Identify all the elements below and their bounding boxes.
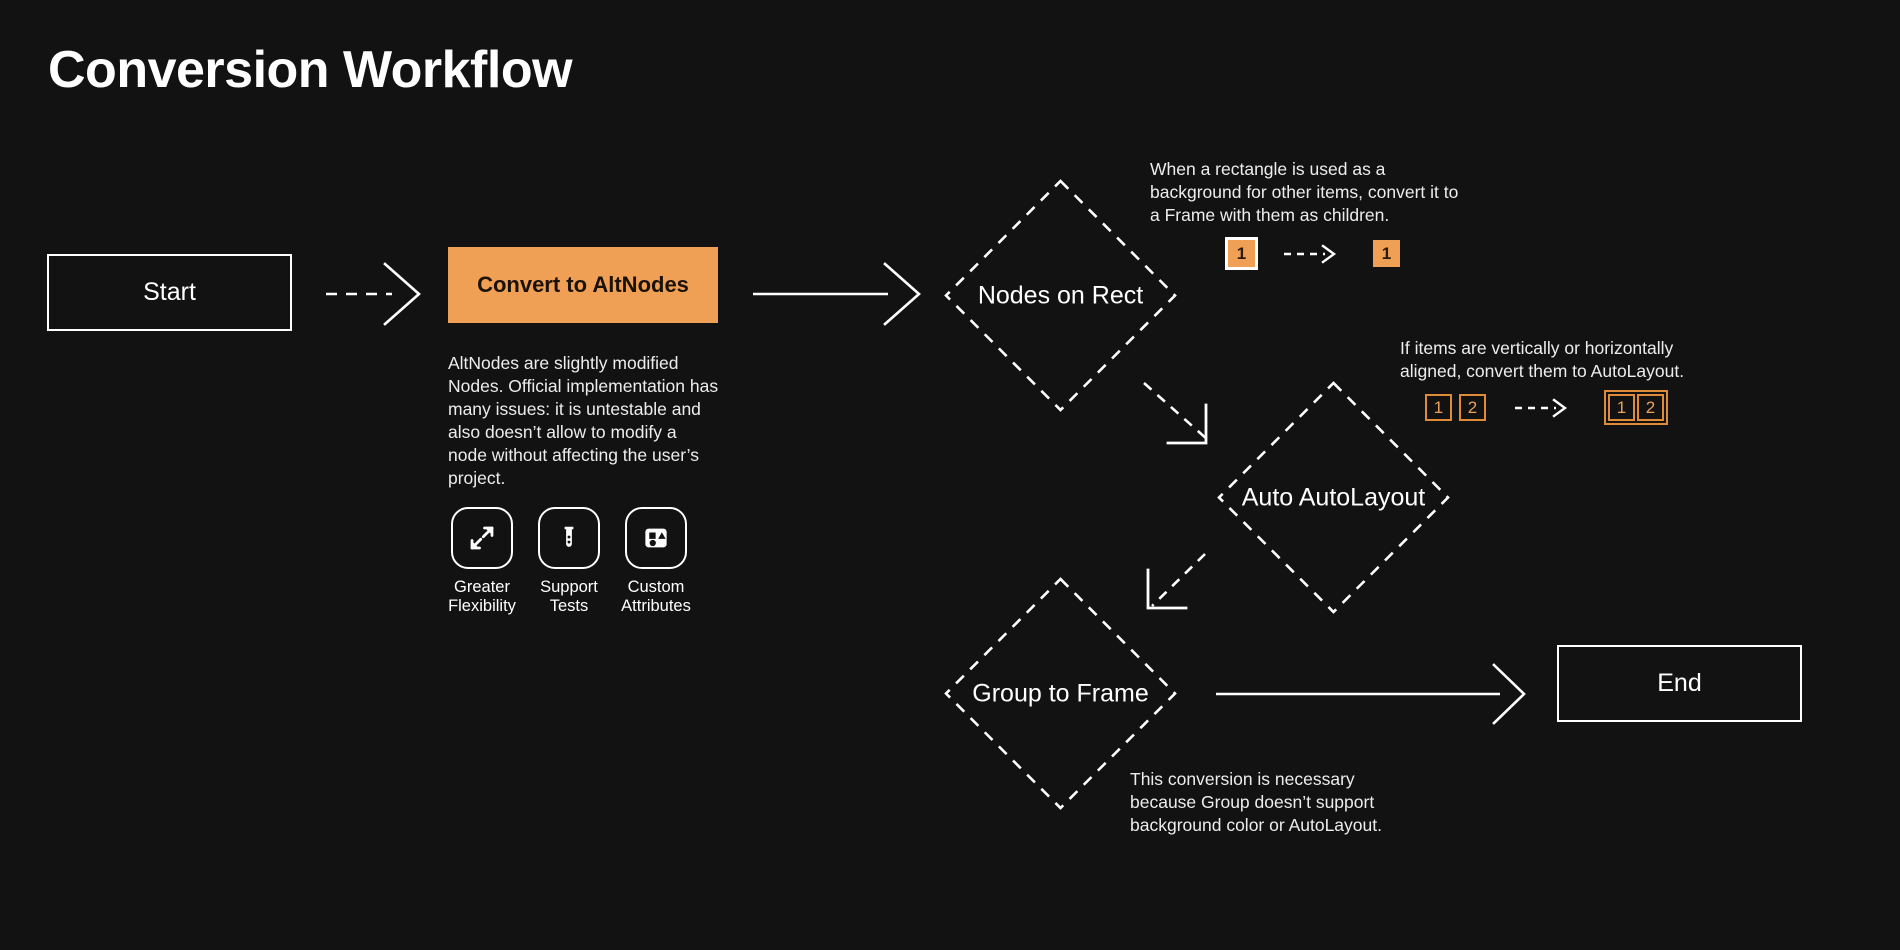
badge-after-1: 1 [1608, 394, 1635, 421]
feature-greater-flexibility[interactable]: Greater Flexibility [448, 507, 516, 617]
connector-start-to-convert [326, 262, 421, 326]
convert-description: AltNodes are slightly modified Nodes. Of… [448, 353, 719, 489]
badge-after-2: 2 [1637, 394, 1664, 421]
dashed-arrow-icon [1284, 243, 1337, 264]
annotation-nodes-on-rect-text: When a rectangle is used as a background… [1150, 159, 1459, 226]
feature-label-line2: Flexibility [448, 597, 516, 616]
annotation-nodes-on-rect-badges: 1 1 [1225, 237, 1400, 270]
diamond-outline [944, 577, 1177, 810]
test-tube-icon [538, 507, 600, 569]
annotation-auto-autolayout-text: If items are vertically or horizontally … [1400, 338, 1685, 382]
connector-convert-to-nodesonrect [753, 262, 921, 326]
feature-list: Greater Flexibility Support Tests [448, 507, 691, 617]
feature-label-support-tests: Support Tests [540, 578, 598, 617]
feature-label-line2: Tests [549, 597, 589, 616]
node-end[interactable]: End [1557, 645, 1802, 722]
badge-before-2: 2 [1459, 394, 1486, 421]
node-group-to-frame-label: Group to Frame [972, 679, 1149, 707]
node-convert-label: Convert to AltNodes [477, 272, 689, 297]
node-end-label: End [1657, 669, 1702, 697]
feature-label-line1: Greater [454, 578, 510, 596]
feature-label-line1: Support [540, 578, 598, 596]
node-start[interactable]: Start [47, 254, 292, 331]
feature-custom-attributes[interactable]: Custom Attributes [621, 507, 691, 617]
node-nodes-on-rect[interactable]: Nodes on Rect [943, 178, 1178, 413]
badge-before-1: 1 [1425, 394, 1452, 421]
feature-label-custom-attributes: Custom Attributes [621, 578, 691, 617]
node-start-label: Start [143, 278, 196, 306]
expand-arrows-icon [451, 507, 513, 569]
node-nodes-on-rect-label: Nodes on Rect [977, 281, 1144, 309]
badge-after-group: 1 2 [1604, 390, 1668, 425]
feature-support-tests[interactable]: Support Tests [535, 507, 603, 617]
diamond-outline [1217, 381, 1450, 614]
feature-label-line1: Custom [627, 578, 685, 596]
node-auto-autolayout-label: Auto AutoLayout [1241, 483, 1426, 511]
feature-label-line2: Attributes [621, 597, 691, 616]
node-convert-to-altnodes[interactable]: Convert to AltNodes [448, 247, 718, 323]
annotation-auto-autolayout-badges: 1 2 1 2 [1425, 390, 1668, 425]
diamond-outline [944, 179, 1177, 412]
connector-grouptoframe-to-end [1216, 663, 1526, 725]
badge-before-1: 1 [1225, 237, 1258, 270]
node-auto-autolayout[interactable]: Auto AutoLayout [1216, 380, 1451, 615]
feature-label-greater-flexibility: Greater Flexibility [448, 578, 516, 617]
node-group-to-frame[interactable]: Group to Frame [943, 576, 1178, 811]
dashed-arrow-icon [1515, 397, 1568, 418]
shapes-attributes-icon [625, 507, 687, 569]
page-title: Conversion Workflow [48, 41, 573, 99]
annotation-group-to-frame-text: This conversion is necessary because Gro… [1130, 769, 1382, 836]
badge-after-1: 1 [1373, 240, 1400, 267]
